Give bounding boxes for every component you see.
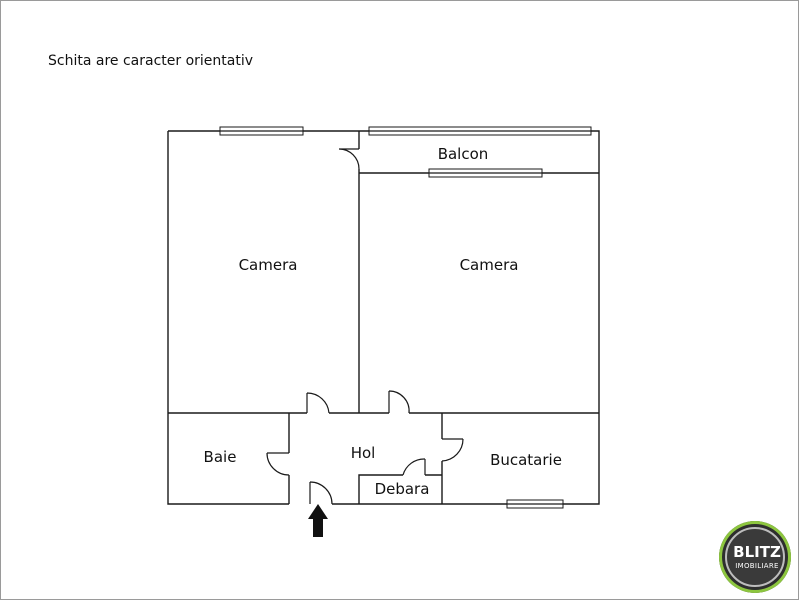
outer-wall (167, 131, 289, 505)
brand-logo-badge: BLITZ IMOBILIARE (725, 527, 785, 587)
door-entrance (309, 481, 333, 505)
door-balcony (338, 148, 360, 170)
disclaimer-note: Schita are caracter orientativ (48, 53, 254, 69)
label-balcon: Balcon (438, 145, 489, 163)
label-baie: Baie (204, 448, 237, 466)
label-hol: Hol (351, 444, 376, 462)
entrance-arrow-icon (308, 504, 328, 537)
door-bucatarie (441, 438, 464, 462)
label-camera-left: Camera (239, 256, 298, 274)
door-debara (402, 458, 426, 476)
brand-logo: BLITZ IMOBILIARE (719, 521, 791, 593)
debara-wall (358, 474, 403, 504)
door-camera-right (388, 390, 410, 414)
label-bucatarie: Bucatarie (490, 451, 562, 469)
brand-logo-tagline: IMOBILIARE (735, 562, 779, 570)
door-baie (266, 452, 290, 476)
brand-logo-name: BLITZ (733, 543, 781, 561)
door-camera-left (306, 392, 330, 414)
label-camera-right: Camera (460, 256, 519, 274)
label-debara: Debara (375, 480, 430, 498)
